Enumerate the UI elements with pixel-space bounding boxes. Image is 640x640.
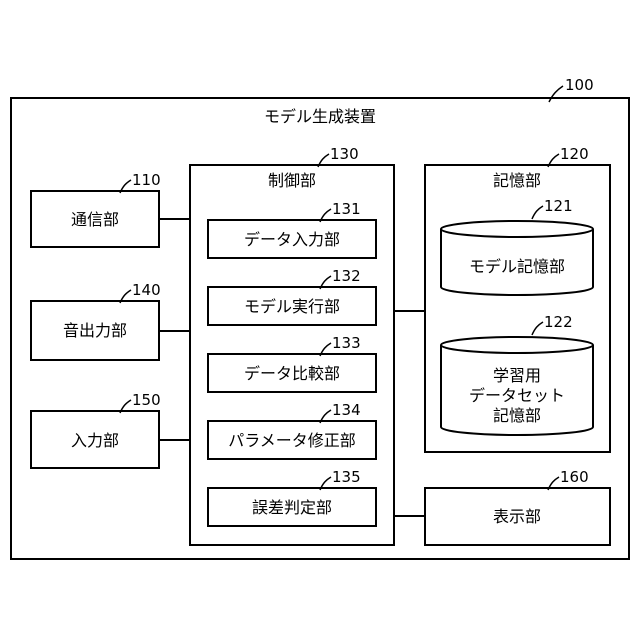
dataset-storage-label-line3: 記憶部 bbox=[493, 406, 541, 425]
error-judgment-label: 誤差判定部 bbox=[252, 498, 332, 517]
apparatus-ref: 100 bbox=[565, 76, 594, 94]
display-unit-label: 表示部 bbox=[493, 507, 541, 526]
dataset-storage-label-line1: 学習用 bbox=[493, 366, 541, 385]
model-execution-ref: 132 bbox=[332, 267, 361, 285]
sound-output-ref: 140 bbox=[132, 281, 161, 299]
storage-unit-ref: 120 bbox=[560, 145, 589, 163]
model-execution-label: モデル実行部 bbox=[244, 297, 340, 316]
parameter-correction-label: パラメータ修正部 bbox=[228, 431, 356, 450]
comm-unit-label: 通信部 bbox=[71, 210, 119, 229]
storage-unit-title: 記憶部 bbox=[493, 171, 541, 190]
error-judgment-ref: 135 bbox=[332, 468, 361, 486]
data-input-label: データ入力部 bbox=[244, 230, 340, 249]
dataset-storage-label-line2: データセット bbox=[469, 386, 565, 405]
model-storage-label: モデル記憶部 bbox=[469, 257, 565, 276]
input-unit-ref: 150 bbox=[132, 391, 161, 409]
data-comparison-ref: 133 bbox=[332, 334, 361, 352]
comm-unit-ref: 110 bbox=[132, 171, 161, 189]
data-comparison-label: データ比較部 bbox=[244, 364, 340, 383]
input-unit-label: 入力部 bbox=[71, 431, 119, 450]
display-unit-ref: 160 bbox=[560, 468, 589, 486]
parameter-correction-ref: 134 bbox=[332, 401, 361, 419]
dataset-storage-ref: 122 bbox=[544, 313, 573, 331]
data-input-ref: 131 bbox=[332, 200, 361, 218]
control-unit-title: 制御部 bbox=[268, 171, 316, 190]
apparatus-title: モデル生成装置 bbox=[264, 107, 376, 126]
model-storage-ref: 121 bbox=[544, 197, 573, 215]
apparatus-ref-leader bbox=[549, 86, 563, 102]
control-unit-ref: 130 bbox=[330, 145, 359, 163]
sound-output-label: 音出力部 bbox=[63, 321, 127, 340]
